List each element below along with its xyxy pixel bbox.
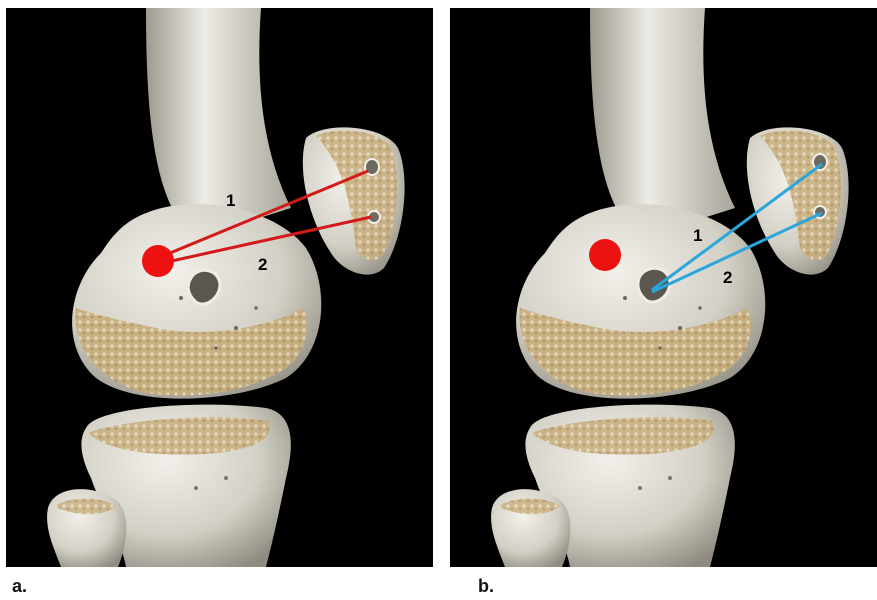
femoral-fossa [188, 270, 220, 304]
femur-shaft [590, 8, 735, 238]
knee-3d-ct-panel-a: 1 2 [6, 8, 433, 567]
tunnel-1-label: 1 [226, 191, 235, 210]
knee-3d-ct-panel-b: 1 2 [450, 8, 877, 567]
knee-render-a: 1 2 [6, 8, 433, 567]
tunnel-2-label: 2 [723, 268, 732, 287]
femur-shaft [146, 8, 291, 238]
panel-b-caption: b. [478, 576, 494, 597]
tunnel-2-label: 2 [258, 255, 267, 274]
panel-a-caption: a. [12, 576, 27, 597]
tunnel-1-label: 1 [693, 226, 702, 245]
knee-render-b: 1 2 [450, 8, 877, 567]
femoral-attachment-marker [589, 239, 621, 271]
femoral-attachment-marker [142, 245, 174, 277]
